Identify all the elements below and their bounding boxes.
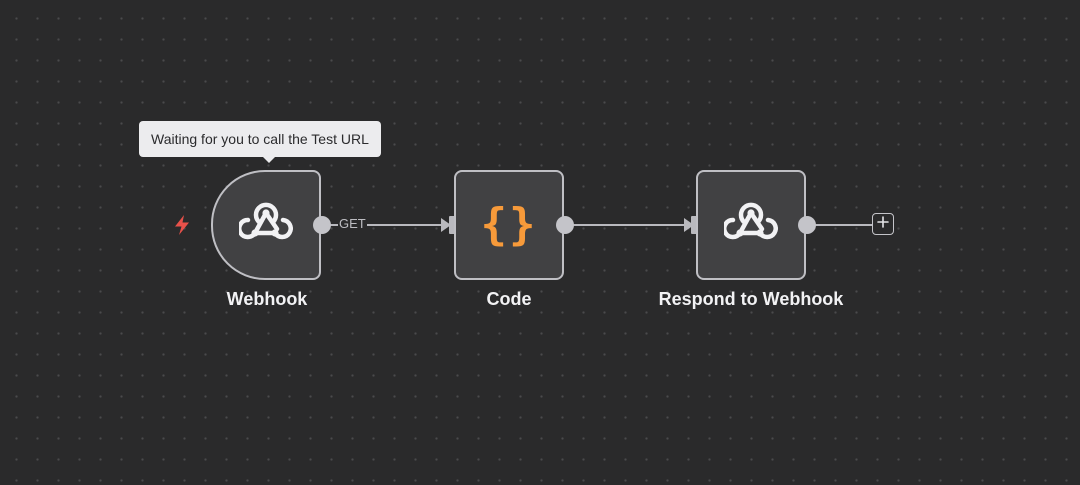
webhook-icon — [237, 198, 293, 253]
code-output-handle[interactable] — [556, 216, 574, 234]
code-node[interactable]: {} — [454, 170, 564, 280]
test-url-tooltip: Waiting for you to call the Test URL — [139, 121, 381, 163]
add-node-button[interactable] — [872, 213, 894, 235]
webhook-icon — [722, 198, 778, 253]
connection-method-label: GET — [338, 216, 367, 232]
code-braces-icon: {} — [480, 199, 538, 250]
plus-icon — [877, 215, 889, 233]
respond-input-handle[interactable] — [691, 216, 699, 234]
connection-arrow-respond — [684, 218, 694, 232]
lightning-icon — [173, 214, 191, 241]
webhook-node[interactable] — [211, 170, 321, 280]
webhook-output-handle[interactable] — [313, 216, 331, 234]
respond-output-handle[interactable] — [798, 216, 816, 234]
connection-arrow-code — [441, 218, 451, 232]
respond-to-webhook-node[interactable] — [696, 170, 806, 280]
code-node-label: Code — [486, 289, 532, 309]
code-input-handle[interactable] — [449, 216, 457, 234]
respond-node-label: Respond to Webhook — [658, 289, 844, 309]
webhook-node-label: Webhook — [226, 289, 308, 309]
